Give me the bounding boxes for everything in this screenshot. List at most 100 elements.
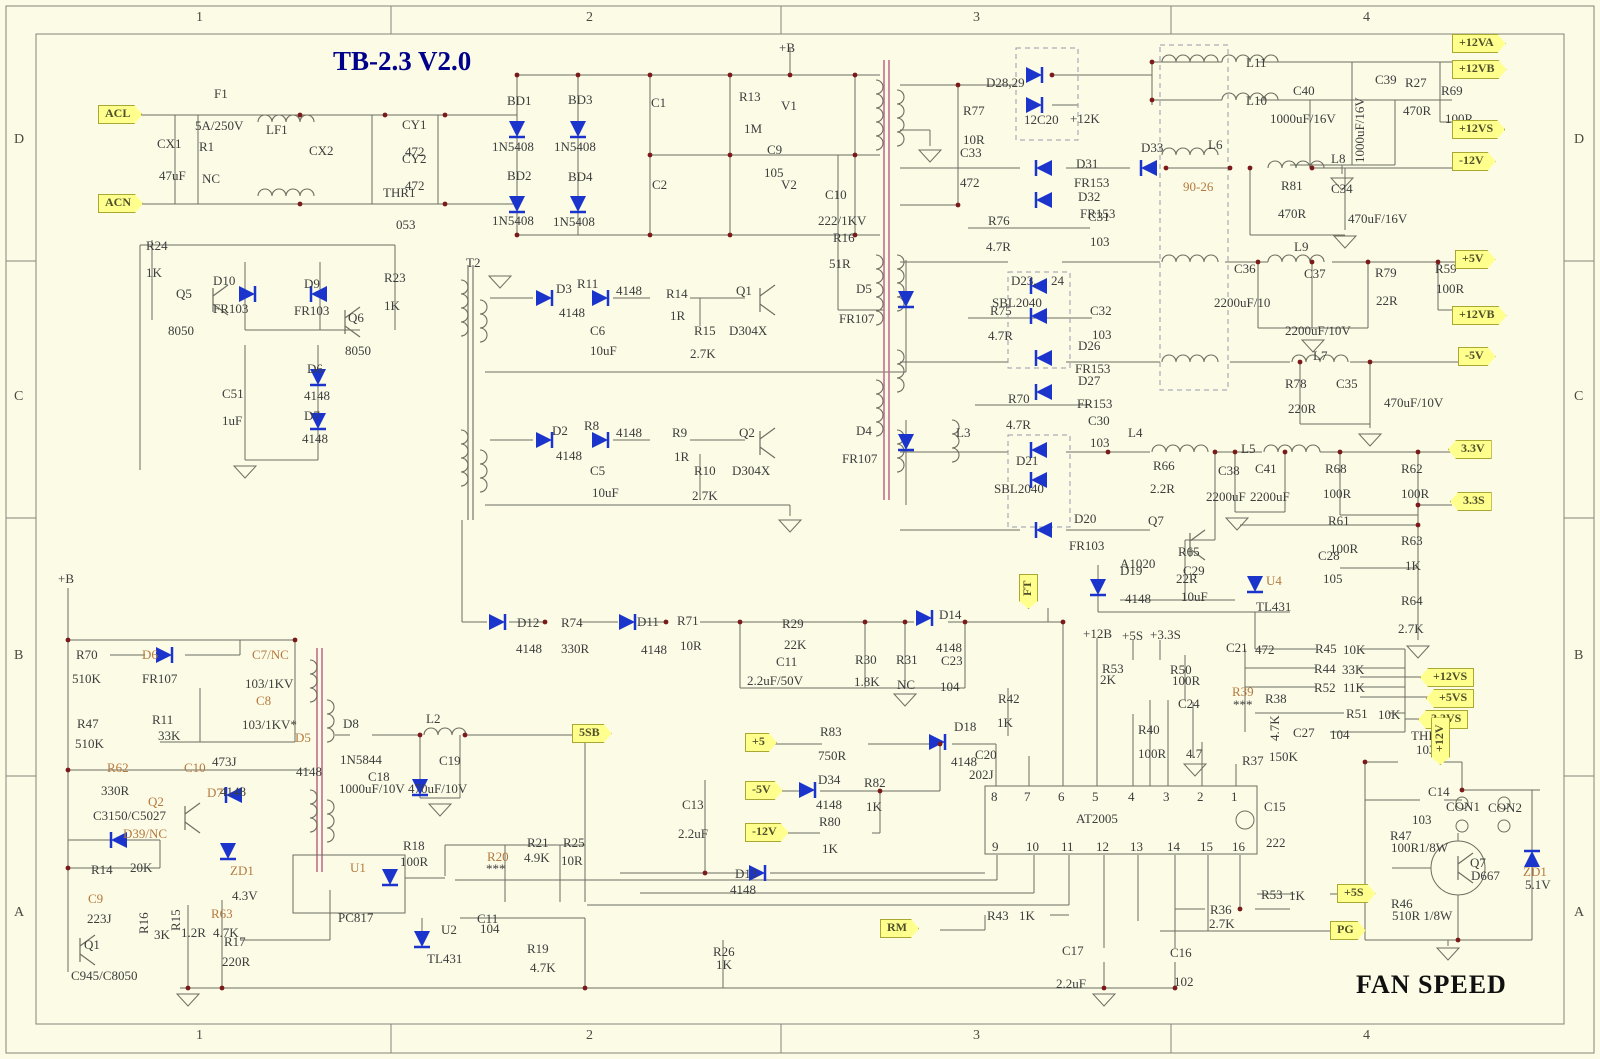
component-label: L3 <box>956 425 971 440</box>
component-label: 4148 <box>936 640 962 655</box>
component-label: D10 <box>213 273 236 288</box>
component-label: D5 <box>856 281 872 296</box>
inductor-coil <box>257 188 315 197</box>
junction-dot <box>1365 259 1371 265</box>
component-label: R27 <box>1405 75 1427 90</box>
junction-dot <box>1459 787 1465 793</box>
component-label: 4148 <box>616 283 642 298</box>
frame-col-label: 3 <box>973 1028 980 1043</box>
component-label: 22K <box>784 637 807 652</box>
diode-icon <box>929 734 947 750</box>
net-tag: +12VA <box>1452 34 1506 53</box>
component-label: C24 <box>1178 696 1200 711</box>
junction-dot <box>647 232 653 238</box>
component-label: SBL2040 <box>992 295 1042 310</box>
diode-icon <box>570 121 586 139</box>
diode-icon <box>309 286 327 302</box>
component-label: R79 <box>1375 265 1397 280</box>
diode-icon <box>220 843 236 861</box>
junction-dot <box>1415 502 1421 508</box>
component-label: D26 <box>1078 338 1101 353</box>
component-label: 100R <box>1436 281 1465 296</box>
component-label: 1K <box>384 298 400 313</box>
component-label: FR153 <box>1074 175 1110 190</box>
component-label: 1N5408 <box>492 213 534 228</box>
component-label: 473J <box>212 754 237 769</box>
component-label: 470uF/10V <box>1384 395 1444 410</box>
component-label: R62 <box>1401 461 1423 476</box>
component-label: FR103 <box>294 303 330 318</box>
component-label: 10K <box>1378 707 1401 722</box>
component-label: 1000uF/10V <box>339 781 405 796</box>
component-label: R59 <box>1435 261 1457 276</box>
component-label: R78 <box>1285 376 1307 391</box>
component-label: 10 <box>1026 839 1039 854</box>
component-label: C23 <box>941 653 963 668</box>
component-label: R52 <box>1314 680 1336 695</box>
component-label: 103 <box>1412 812 1432 827</box>
component-label: BD1 <box>507 93 532 108</box>
component-label: R14 <box>91 862 113 877</box>
diode-icon <box>1034 192 1052 208</box>
component-label: R14 <box>666 286 688 301</box>
component-circle <box>1430 840 1486 896</box>
ground-icon <box>1405 645 1431 659</box>
component-label: C9 <box>88 891 104 906</box>
junction-dot <box>1049 72 1055 78</box>
transistor-icon <box>759 284 776 316</box>
component-label: 104 <box>1330 727 1350 742</box>
component-label: R53 <box>1102 661 1124 676</box>
inductor-coil <box>1267 160 1325 169</box>
component-label: 6 <box>1058 789 1065 804</box>
component-label: R47 <box>77 716 99 731</box>
component-label: NC <box>202 171 221 186</box>
junction-dot <box>852 232 858 238</box>
component-label: +B <box>779 40 796 55</box>
component-label: R26 <box>713 944 735 959</box>
component-label: C28 <box>1318 548 1340 563</box>
junction-dot <box>937 741 943 747</box>
component-label: 100R <box>400 854 429 869</box>
component-label: 104 <box>480 921 500 936</box>
component-label: 4148 <box>304 388 330 403</box>
component-label: 10R <box>963 132 985 147</box>
component-label: C17 <box>1062 943 1084 958</box>
component-label: 1K <box>146 265 162 280</box>
component-label: 4.7K <box>213 925 239 940</box>
component-label: L9 <box>1294 239 1309 254</box>
component-label: R68 <box>1325 461 1347 476</box>
diode-icon <box>156 647 174 663</box>
component-label: R30 <box>855 652 877 667</box>
dashed-group-box <box>1159 44 1229 391</box>
net-tag: +5S <box>1337 884 1376 903</box>
component-label: D7 <box>304 408 320 423</box>
component-label: 470uF/10V <box>408 781 468 796</box>
component-label: 4.7K <box>530 960 556 975</box>
component-label: F1 <box>214 86 228 101</box>
component-label: D21 <box>1016 453 1039 468</box>
component-label: 202J <box>969 767 994 782</box>
component-label: R69 <box>1441 83 1463 98</box>
component-label: 1K <box>1289 888 1305 903</box>
component-label: 90-26 <box>1183 179 1214 194</box>
component-label: 10uF <box>592 485 619 500</box>
component-label: 2.2uF <box>1056 976 1086 991</box>
component-label: 1.2R <box>181 925 206 940</box>
component-label: 22R <box>1176 571 1198 586</box>
inductor-coil <box>1267 254 1325 263</box>
junction-dot <box>417 732 423 738</box>
component-label: D6 <box>307 361 323 376</box>
inductor-coil <box>257 114 315 123</box>
component-label: R63 <box>211 906 233 921</box>
junction-dot <box>65 865 71 871</box>
component-label: CX1 <box>157 136 182 151</box>
component-label: R47 <box>1390 828 1412 843</box>
component-label: R18 <box>403 838 425 853</box>
component-label: R31 <box>896 652 918 667</box>
component-label: R80 <box>819 814 841 829</box>
component-label: CON2 <box>1488 800 1522 815</box>
junction-dot <box>1435 259 1441 265</box>
inductor-coil <box>479 299 488 343</box>
component-label: C2 <box>652 177 668 192</box>
component-label: R45 <box>1315 641 1337 656</box>
